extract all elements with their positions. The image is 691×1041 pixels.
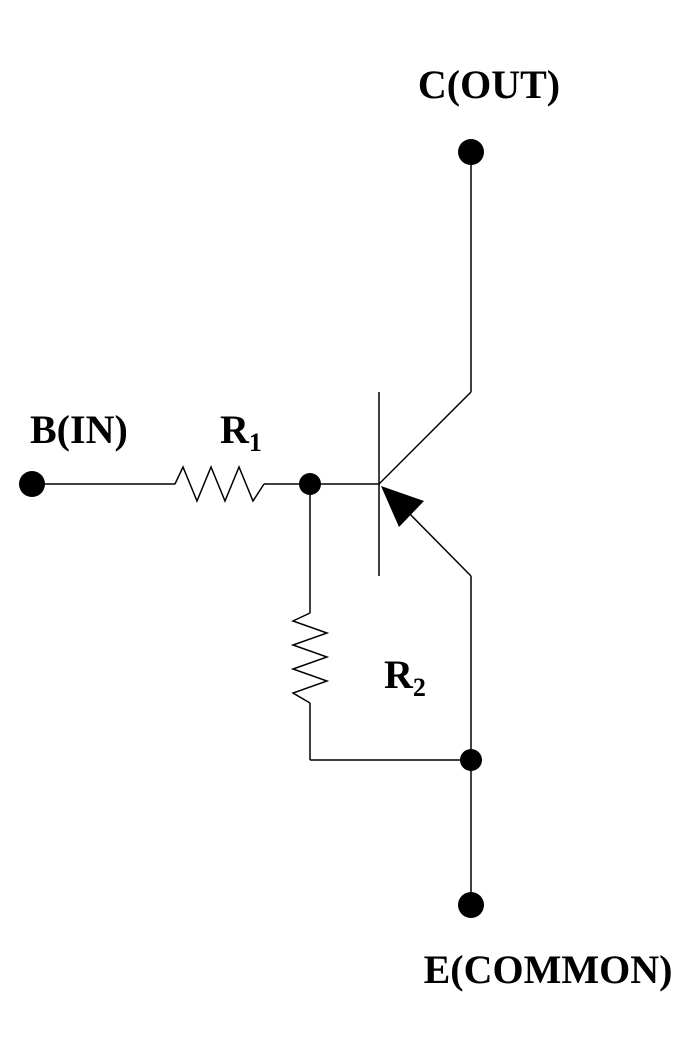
collector-label: C(OUT) — [418, 62, 560, 107]
r2-letter: R — [384, 652, 414, 697]
emitter-diagonal — [399, 503, 472, 577]
r1-label: R1 — [220, 407, 262, 457]
resistor-r1 — [174, 465, 265, 503]
collector-diagonal — [378, 391, 472, 485]
emitter-terminal — [458, 892, 484, 918]
r2-label: R2 — [384, 652, 426, 702]
emitter-arrow — [381, 486, 424, 527]
emitter-label: E(COMMON) — [424, 947, 673, 992]
base-label: B(IN) — [30, 407, 128, 452]
r2-subscript: 2 — [413, 673, 426, 702]
r1-subscript: 1 — [249, 428, 262, 457]
r1-letter: R — [220, 407, 250, 452]
resistor-r2 — [290, 612, 330, 704]
